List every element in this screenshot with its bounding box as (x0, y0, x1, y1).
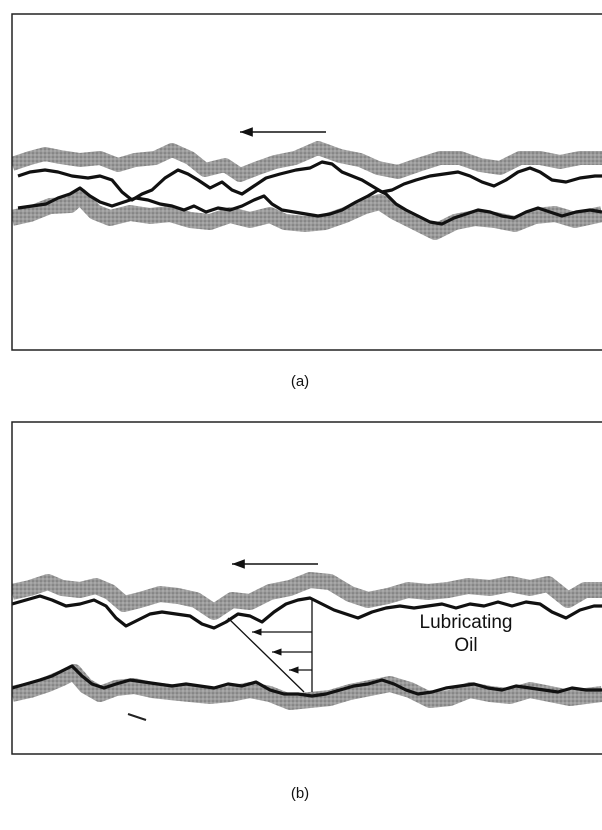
upper-surface-profile-a (17, 160, 602, 202)
upper-surface-profile-b (12, 594, 602, 630)
panel-b-frame (11, 421, 602, 755)
panel-b: Lubricating Oil (b) (11, 421, 602, 802)
panel-a-caption: (a) (291, 373, 309, 390)
upper-surface-shading-a (12, 141, 602, 182)
velocity-profile (227, 598, 313, 693)
panel-a: (a) (11, 13, 602, 390)
lubricating-oil-label-line2: Oil (454, 635, 477, 656)
stray-mark (127, 713, 147, 721)
panel-a-frame (11, 13, 602, 351)
panel-b-caption: (b) (291, 785, 309, 802)
lower-surface-shading-b (12, 664, 602, 710)
lower-surface-shading-a (12, 188, 602, 240)
lower-surface-profile-b (12, 664, 602, 698)
upper-surface-shading-b (12, 572, 602, 620)
lubricating-oil-label-line1: Lubricating (420, 612, 513, 633)
lower-surface-profile-a (17, 186, 602, 226)
velocity-gradient-line (227, 617, 305, 693)
